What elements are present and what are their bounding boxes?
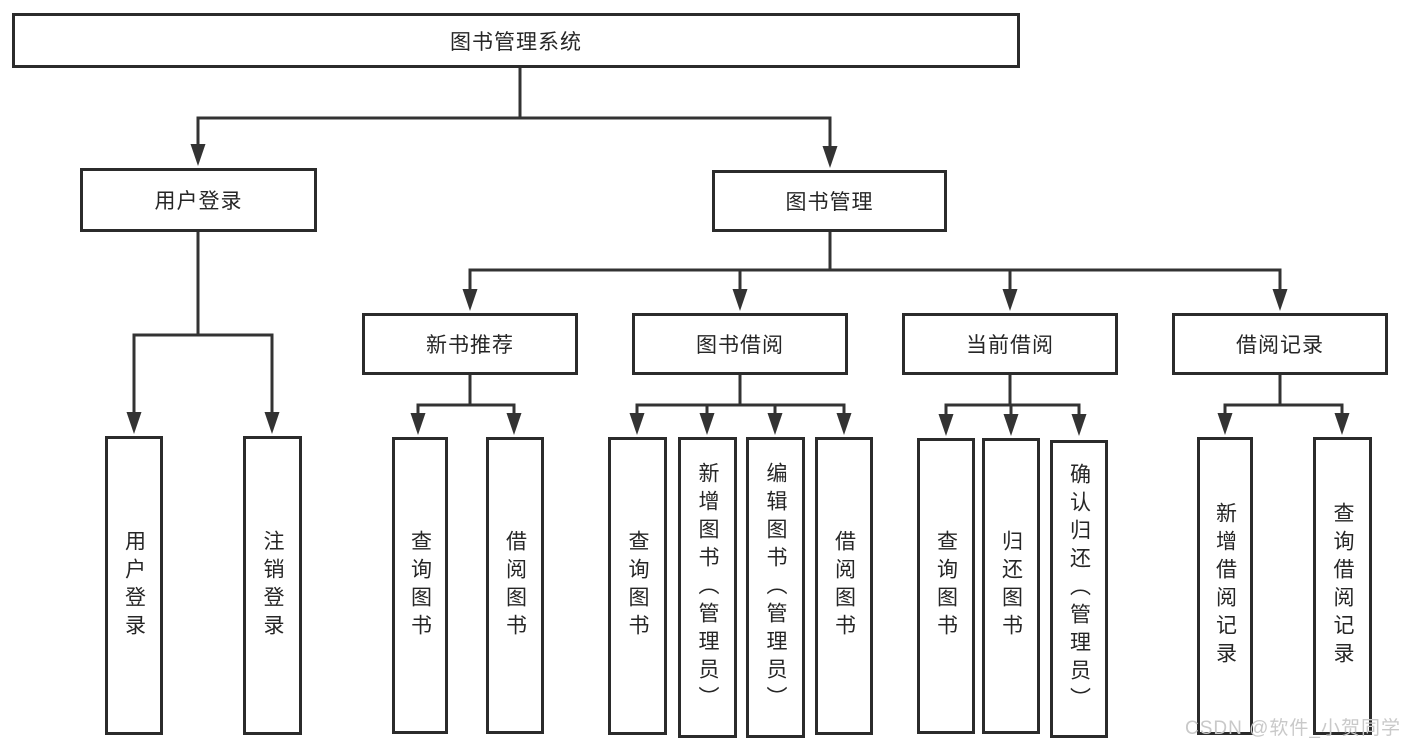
node-leaf-query-books-1: 查询图书: [392, 437, 448, 734]
arrowhead-icon: [836, 413, 852, 435]
node-leaf-query-books-3: 查询图书: [917, 438, 975, 734]
node-book-management: 图书管理: [712, 170, 947, 232]
arrowhead-icon: [699, 413, 715, 435]
arrowhead-icon: [732, 289, 748, 311]
node-label-leaf-borrow-books-2: 借阅图书: [832, 530, 856, 642]
arrowhead-icon: [1217, 413, 1233, 435]
arrowhead-icon: [938, 414, 954, 436]
node-label-leaf-query-borrow-record: 查询借阅记录: [1331, 502, 1354, 670]
node-label-library-system: 图书管理系统: [450, 30, 582, 54]
arrowhead-icon: [767, 413, 783, 435]
arrowhead-icon: [1334, 413, 1350, 435]
node-label-leaf-borrow-books-1: 借阅图书: [503, 529, 527, 642]
node-leaf-edit-books-admin: 编辑图书（管理员）: [746, 437, 805, 738]
arrowhead-icon: [822, 146, 838, 168]
node-current-borrowing: 当前借阅: [902, 313, 1118, 375]
arrowhead-icon: [506, 413, 522, 435]
arrowhead-icon: [1002, 289, 1018, 311]
node-new-book-recommend: 新书推荐: [362, 313, 578, 375]
node-label-leaf-query-books-2: 查询图书: [626, 530, 649, 642]
node-label-leaf-add-borrow-record: 新增借阅记录: [1213, 502, 1237, 670]
node-label-leaf-logout: 注销登录: [261, 529, 284, 642]
node-label-book-borrowing: 图书借阅: [696, 334, 784, 357]
node-leaf-return-books: 归还图书: [982, 438, 1040, 734]
node-book-borrowing: 图书借阅: [632, 313, 848, 375]
node-leaf-add-books-admin: 新增图书（管理员）: [678, 437, 737, 738]
node-leaf-user-login: 用户登录: [105, 436, 163, 735]
node-leaf-query-borrow-record: 查询借阅记录: [1313, 437, 1372, 735]
node-label-borrowing-records: 借阅记录: [1236, 334, 1324, 357]
node-leaf-confirm-return-admin: 确认归还（管理员）: [1050, 440, 1108, 738]
node-leaf-logout: 注销登录: [243, 436, 302, 735]
node-label-leaf-confirm-return-admin: 确认归还（管理员）: [1067, 463, 1091, 715]
arrowhead-icon: [1003, 414, 1019, 436]
node-label-book-management: 图书管理: [785, 191, 874, 214]
arrowhead-icon: [410, 413, 426, 435]
arrowhead-icon: [190, 144, 206, 166]
arrowhead-icon: [264, 412, 280, 434]
node-user-login: 用户登录: [80, 168, 317, 232]
node-leaf-add-borrow-record: 新增借阅记录: [1197, 437, 1253, 735]
node-label-leaf-add-books-admin: 新增图书（管理员）: [696, 461, 719, 714]
node-library-system: 图书管理系统: [12, 13, 1020, 68]
node-label-new-book-recommend: 新书推荐: [426, 334, 514, 357]
node-borrowing-records: 借阅记录: [1172, 313, 1388, 375]
node-label-current-borrowing: 当前借阅: [966, 334, 1054, 357]
node-leaf-query-books-2: 查询图书: [608, 437, 667, 735]
arrowhead-icon: [126, 412, 142, 434]
node-label-leaf-return-books: 归还图书: [999, 530, 1023, 642]
node-label-leaf-user-login: 用户登录: [122, 529, 146, 642]
node-leaf-borrow-books-1: 借阅图书: [486, 437, 544, 734]
node-leaf-borrow-books-2: 借阅图书: [815, 437, 873, 735]
node-label-user-login: 用户登录: [154, 190, 243, 213]
node-label-leaf-edit-books-admin: 编辑图书（管理员）: [764, 461, 787, 714]
arrowhead-icon: [1071, 414, 1087, 436]
node-label-leaf-query-books-3: 查询图书: [934, 530, 958, 642]
arrowhead-icon: [629, 413, 645, 435]
arrowhead-icon: [1272, 289, 1288, 311]
arrowhead-icon: [462, 289, 478, 311]
node-label-leaf-query-books-1: 查询图书: [408, 529, 432, 642]
